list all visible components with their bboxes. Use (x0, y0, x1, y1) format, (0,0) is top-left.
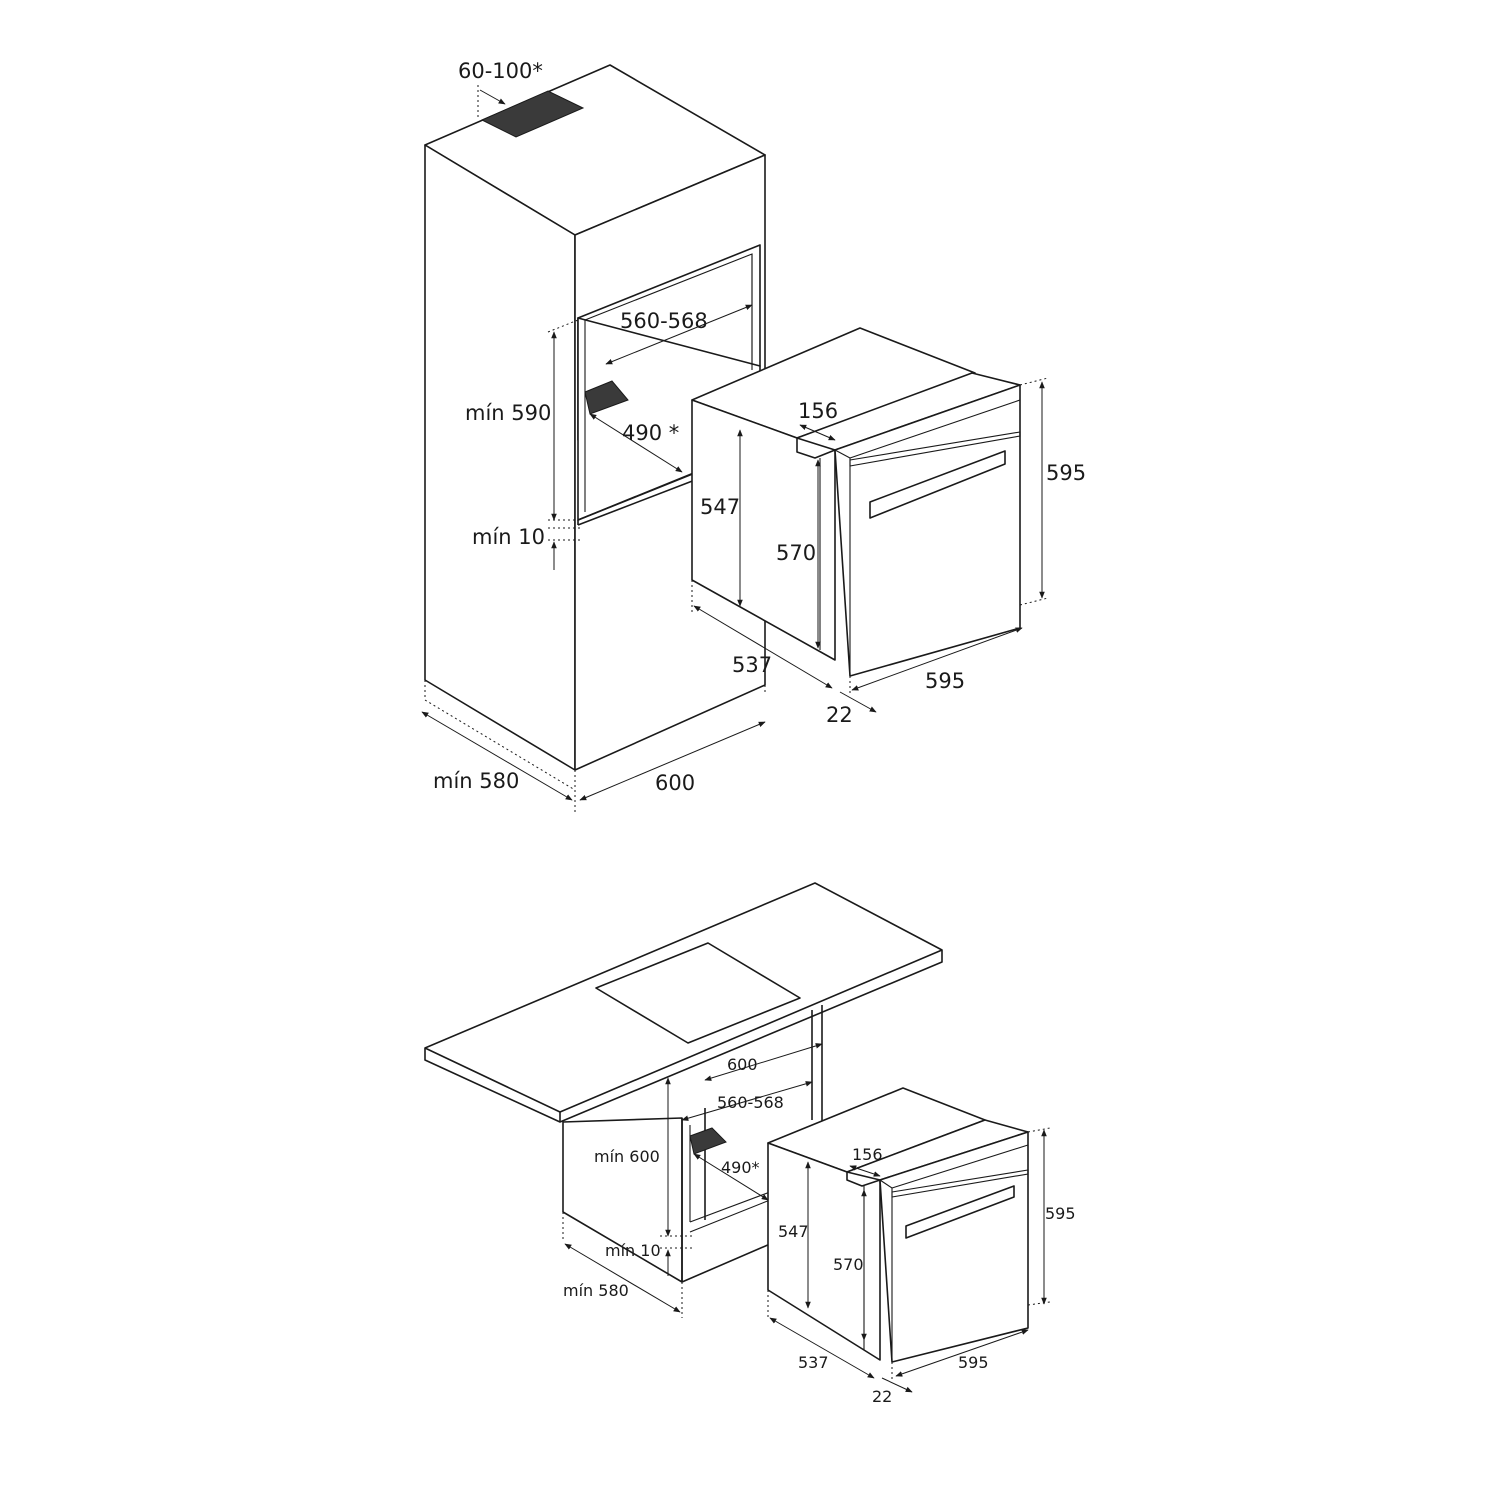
vent-dim-line (479, 89, 506, 105)
panel-depth-dim (799, 424, 836, 441)
body-height-label: 547 (700, 495, 740, 519)
niche-height-label-2: mín 600 (594, 1147, 660, 1166)
oven-front-panel-2 (879, 1131, 1029, 1363)
vent-slot (480, 90, 585, 138)
front-thickness-dim-2 (881, 1377, 913, 1393)
front-width-label-2: 595 (958, 1353, 989, 1372)
front-edge (879, 1179, 893, 1189)
control-panel-line (849, 399, 1021, 459)
niche-height-label: mín 590 (465, 401, 551, 425)
front-thickness-dim (839, 691, 877, 713)
cutout-slot-bottom (689, 1127, 727, 1155)
front-height-label: 595 (1046, 461, 1086, 485)
front-width-dim (851, 627, 1023, 691)
panel-depth-dim-2 (849, 1165, 881, 1177)
cutout-depth-dim-2 (693, 1153, 769, 1201)
cabinet-depth-label-2: mín 580 (563, 1281, 629, 1300)
control-panel-line (891, 1144, 1029, 1189)
height-guide (1027, 1127, 1051, 1133)
front-width-label: 595 (925, 669, 965, 693)
niche-floor (577, 472, 696, 521)
cabinet-width-label-2: 600 (727, 1055, 758, 1074)
gap-label: mín 10 (472, 525, 545, 549)
oven-handle-2 (905, 1185, 1015, 1239)
oven-top-drawing: 156 547 570 595 537 595 22 (691, 327, 1086, 727)
front-inner-height-label: 570 (776, 541, 816, 565)
body-depth-label-2: 537 (798, 1353, 829, 1372)
panel-depth-label-2: 156 (852, 1145, 883, 1164)
cabinet-depth-label: mín 580 (433, 769, 519, 793)
oven-handle (869, 450, 1006, 519)
cabinet-width-dim (579, 721, 766, 801)
body-depth-label: 537 (732, 653, 772, 677)
niche-width-dim (605, 304, 753, 365)
door-top-edge (849, 431, 1021, 467)
ventilation-label: 60-100* (458, 59, 543, 83)
front-inner-height-label-2: 570 (833, 1255, 864, 1274)
cabinet-bottom (681, 1243, 771, 1283)
height-guide (1019, 377, 1049, 386)
body-height-label-2: 547 (778, 1222, 809, 1241)
tall-cabinet-drawing: 60-100* 560-568 490 * mín 590 mín 10 mín… (421, 59, 766, 812)
cutout-slot (584, 380, 629, 415)
niche-width-label: 560-568 (620, 309, 708, 333)
cutout-depth-dim (589, 413, 683, 473)
tall-cabinet-side (424, 144, 576, 771)
front-thickness-label-2: 22 (872, 1387, 892, 1406)
front-thickness-label: 22 (826, 703, 853, 727)
body-depth-dim-2 (769, 1317, 875, 1379)
hob (595, 942, 801, 1044)
body-depth-dim (693, 605, 833, 689)
cabinet-depth-dim-2 (564, 1243, 681, 1313)
niche-width-label-2: 560-568 (717, 1093, 784, 1112)
niche-floor-edge (577, 479, 696, 526)
under-counter-drawing: 600 560-568 490* mín 600 mín 10 mín 580 (424, 882, 943, 1318)
front-width-dim-2 (895, 1329, 1029, 1377)
oven-body-side (691, 399, 836, 661)
height-guide (1027, 1301, 1051, 1306)
cutout-depth-label-2: 490* (721, 1158, 760, 1177)
height-guide (1019, 597, 1049, 606)
niche-floor (689, 1191, 771, 1223)
front-edge (834, 449, 851, 459)
front-height-label-2: 595 (1045, 1204, 1076, 1223)
oven-body-side-2 (767, 1142, 881, 1361)
panel-depth-label: 156 (798, 399, 838, 423)
height-guide (547, 319, 579, 333)
cabinet-depth-dim (421, 711, 573, 801)
cutout-depth-label: 490 * (622, 421, 679, 445)
cabinet-width-dim-2 (704, 1043, 823, 1081)
oven-bottom-drawing: 156 547 570 595 537 595 22 (767, 1087, 1076, 1406)
niche-floor (689, 1199, 771, 1233)
cabinet-width-label: 600 (655, 771, 695, 795)
door-top-edge (891, 1169, 1029, 1198)
gap-label-2: mín 10 (605, 1241, 661, 1260)
niche-width-dim-2 (681, 1081, 813, 1121)
